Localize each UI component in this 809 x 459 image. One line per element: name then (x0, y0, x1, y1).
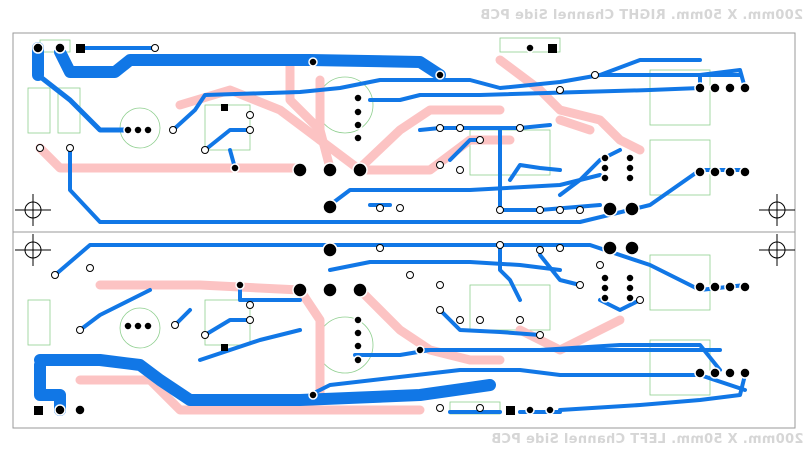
board-outline (12, 32, 796, 429)
board-title-left-channel: 200mm. X 50mm. LEFT Channel Side PCB (490, 432, 803, 447)
top-copper-layer (35, 55, 645, 415)
board-title-right-channel: 200mm. X 50mm. RIGHT Channel Side PCB (479, 8, 803, 23)
mounting-holes (15, 194, 795, 266)
silkscreen-layer (27, 37, 711, 415)
bottom-copper-left (34, 243, 747, 416)
bottom-copper-right (32, 42, 747, 224)
pads (32, 42, 751, 416)
